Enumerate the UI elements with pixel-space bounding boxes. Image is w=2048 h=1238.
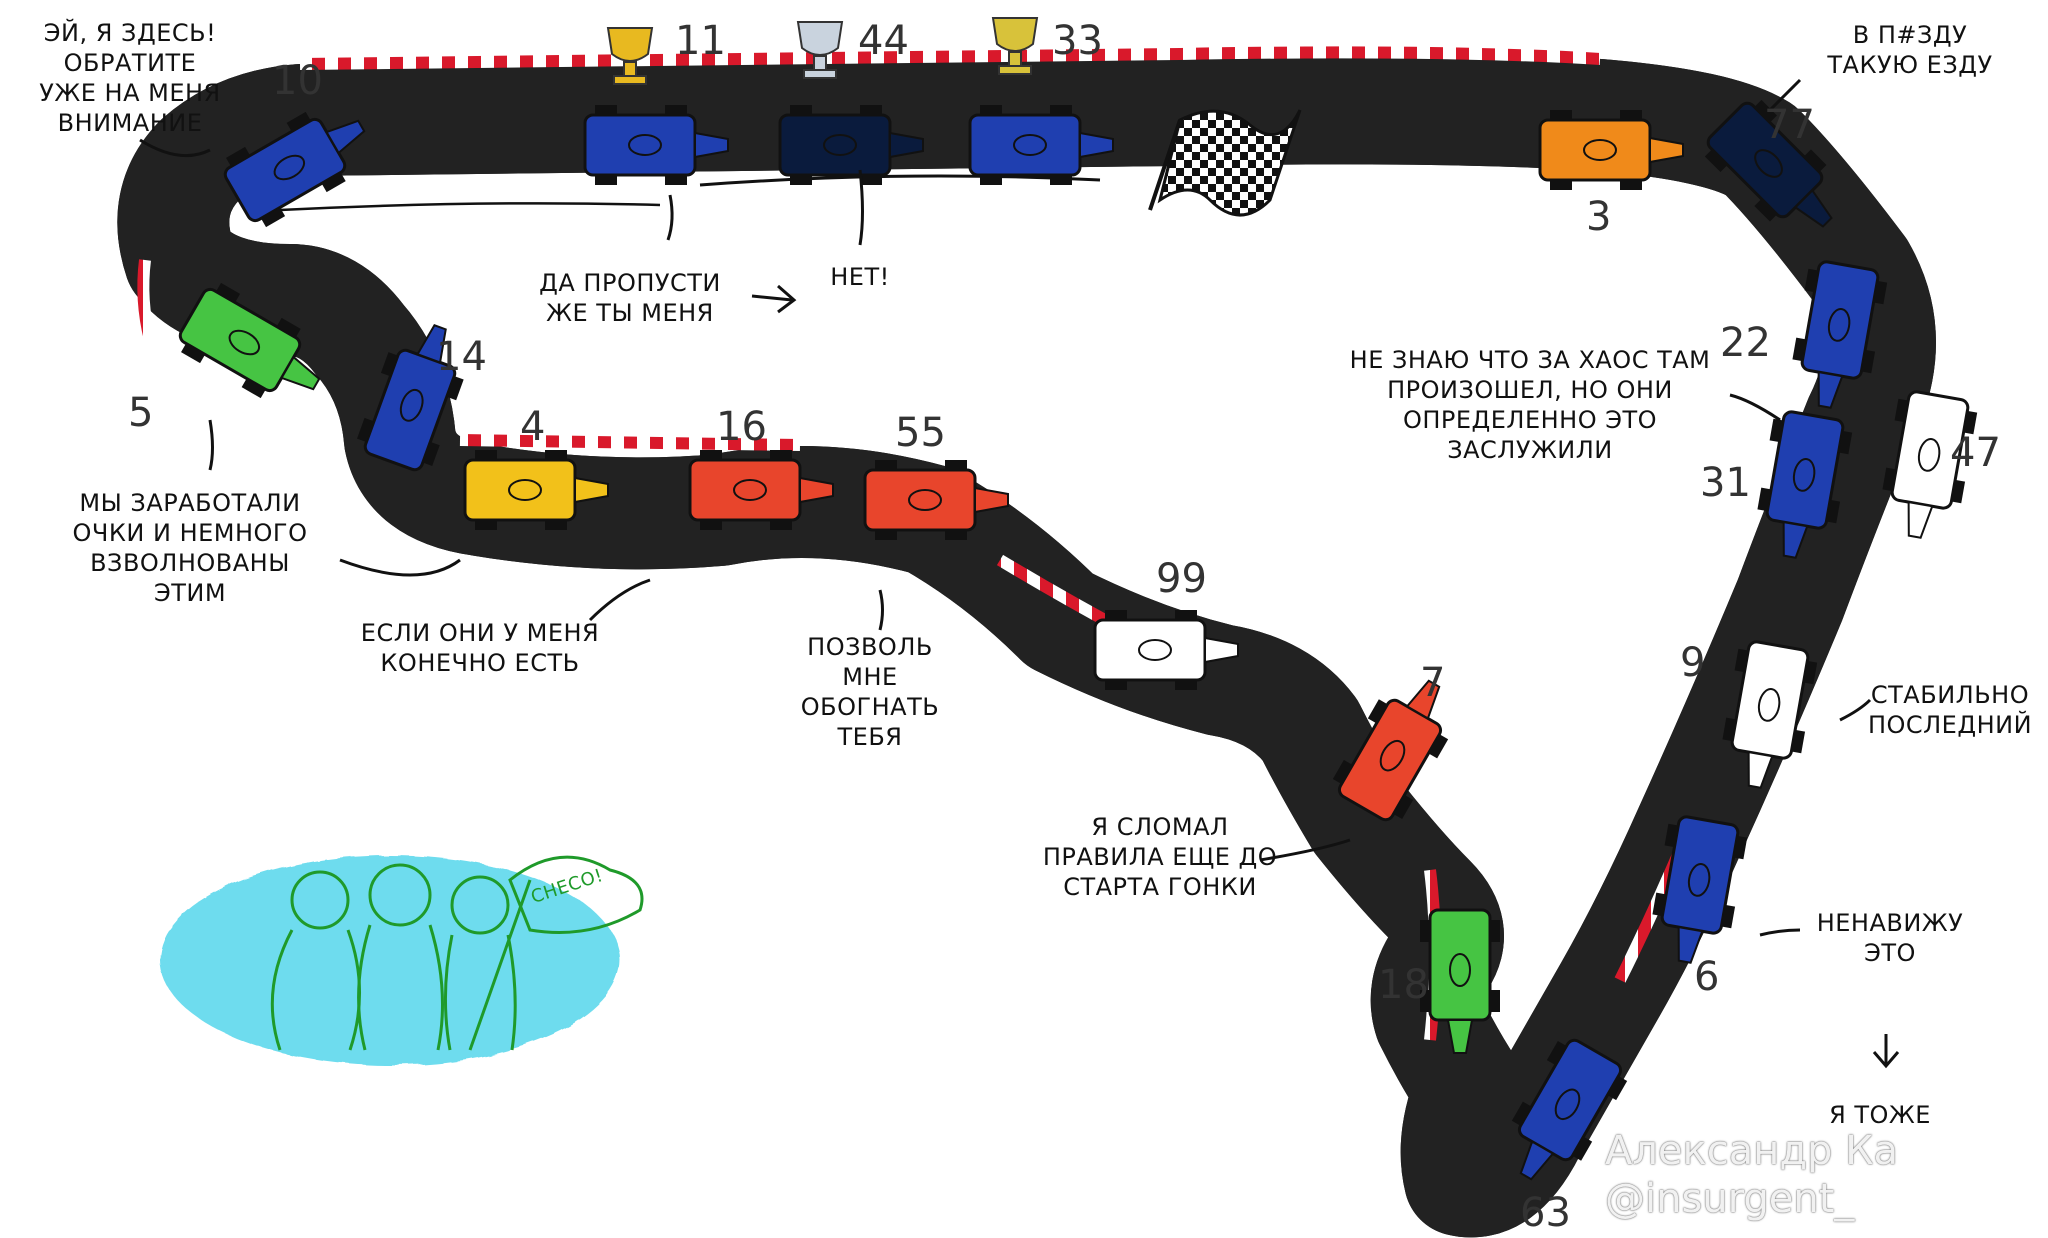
- car-number-label: 31: [1700, 460, 1751, 506]
- race-car: [1704, 99, 1833, 228]
- caption-broke-rules: Я СЛОМАЛ ПРАВИЛА ЕЩЕ ДО СТАРТА ГОНКИ: [1042, 813, 1278, 901]
- car-number-label: 11: [675, 18, 726, 64]
- car-number-label: 5: [128, 390, 154, 436]
- caption-stably-last: СТАБИЛЬНО ПОСЛЕДНИЙ: [1867, 681, 2033, 739]
- arrow-down-icon: [1872, 1034, 1900, 1069]
- car-number-label: 63: [1520, 1190, 1571, 1236]
- caption-hate-it: НЕНАВИЖУ ЭТО: [1816, 909, 1964, 967]
- caption-points: МЫ ЗАРАБОТАЛИ ОЧКИ И НЕМНОГО ВЗВОЛНОВАНЫ…: [72, 489, 308, 607]
- race-car: [463, 450, 609, 530]
- car-number-label: 33: [1052, 18, 1103, 64]
- race-car: [968, 105, 1114, 185]
- car-number-label: 18: [1378, 962, 1429, 1008]
- trophy-icon: [991, 17, 1039, 75]
- caption-if-i-have: ЕСЛИ ОНИ У МЕНЯ КОНЕЧНО ЕСТЬ: [360, 619, 600, 677]
- caption-hey-here: ЭЙ, Я ЗДЕСЬ! ОБРАТИТЕ УЖЕ НА МЕНЯ ВНИМАН…: [39, 19, 221, 137]
- caption-screw-driving: В П#ЗДУ ТАКУЮ ЕЗДУ: [1827, 21, 1993, 79]
- race-car: [1722, 640, 1818, 789]
- caption-no: НЕТ!: [830, 263, 890, 291]
- race-car: [223, 111, 366, 228]
- caption-chaos: НЕ ЗНАЮ ЧТО ЗА ХАОС ТАМ ПРОИЗОШЕЛ, НО ОН…: [1349, 346, 1711, 464]
- race-car: [178, 282, 321, 399]
- caption-me-too: Я ТОЖЕ: [1829, 1101, 1931, 1129]
- car-number-label: 55: [895, 410, 946, 456]
- race-car: [583, 105, 729, 185]
- caption-let-me-pass: ДА ПРОПУСТИ ЖЕ ТЫ МЕНЯ: [539, 269, 721, 327]
- car-number-label: 22: [1720, 320, 1771, 366]
- race-car: [778, 105, 924, 185]
- car-number-label: 99: [1156, 556, 1207, 602]
- car-number-label: 4: [520, 404, 546, 450]
- watermark-handle: @insurgent_: [1605, 1176, 1855, 1222]
- watermark-name: Александр Ка: [1605, 1128, 1899, 1174]
- race-car: [688, 450, 834, 530]
- race-car: [357, 324, 464, 472]
- trophy-icon: [796, 21, 844, 79]
- car-number-label: 7: [1420, 660, 1446, 706]
- car-number-label: 77: [1764, 102, 1815, 148]
- race-car: [1882, 390, 1978, 539]
- race-car: [1538, 110, 1684, 190]
- race-car: [1757, 410, 1853, 559]
- car-number-label: 3: [1586, 194, 1612, 240]
- car-number-label: 10: [272, 58, 323, 104]
- arrow-right-icon: [751, 284, 797, 314]
- pointer-lines: [139, 78, 1872, 937]
- cars-layer: [178, 99, 1978, 1181]
- race-car: [1420, 908, 1500, 1054]
- checkered-flag-icon: [1148, 109, 1302, 217]
- car-number-label: 44: [858, 18, 909, 64]
- car-number-label: 16: [716, 404, 767, 450]
- car-number-label: 14: [436, 334, 487, 380]
- car-number-label: 9: [1680, 640, 1706, 686]
- fan-flag-icon: [508, 855, 644, 934]
- race-car: [1511, 1038, 1628, 1181]
- race-car: [1332, 679, 1449, 822]
- car-number-label: 47: [1950, 430, 2001, 476]
- race-car: [863, 460, 1009, 540]
- race-car: [1792, 260, 1888, 409]
- car-number-label: 6: [1694, 954, 1720, 1000]
- trophy-icon: [606, 27, 654, 85]
- fans-group: [160, 855, 644, 1065]
- race-car: [1093, 610, 1239, 690]
- caption-let-me-overtake: ПОЗВОЛЬ МНЕ ОБОГНАТЬ ТЕБЯ: [800, 633, 940, 751]
- race-car: [1652, 815, 1748, 964]
